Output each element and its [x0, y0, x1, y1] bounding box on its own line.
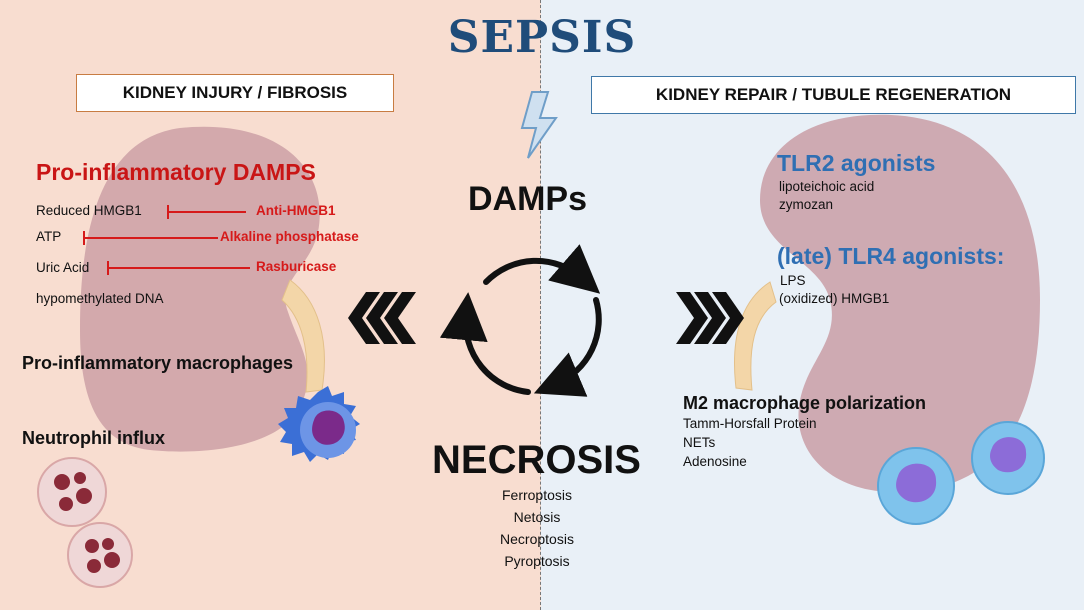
- repair-label-box: KIDNEY REPAIR / TUBULE REGENERATION: [591, 76, 1076, 114]
- damp-name: Uric Acid: [36, 260, 90, 275]
- right-ureter-icon: [733, 281, 777, 391]
- diagram-title: SEPSIS: [447, 12, 637, 63]
- left-chevrons-icon: [348, 292, 416, 344]
- macrophages-label: Pro-inflammatory macrophages: [22, 353, 294, 373]
- tlr2-item: zymozan: [779, 197, 834, 212]
- m2-heading: M2 macrophage polarization: [683, 393, 927, 413]
- injury-label-box: KIDNEY INJURY / FIBROSIS: [76, 74, 394, 112]
- m2-item: Tamm-Horsfall Protein: [683, 416, 817, 431]
- m2-macrophage-icon: [877, 447, 955, 525]
- cycle-arrows-icon: [439, 244, 602, 397]
- neutrophil-icon: [37, 457, 107, 527]
- m2-item: NETs: [683, 435, 716, 450]
- left-ureter-icon: [281, 279, 325, 393]
- necrosis-type: Necroptosis: [500, 531, 574, 547]
- necrosis-label: NECROSIS: [432, 438, 641, 482]
- damp-inhibitor: Anti-HMGB1: [256, 203, 336, 218]
- damp-inhibitor: Rasburicase: [256, 259, 337, 274]
- damp-name: hypomethylated DNA: [36, 291, 164, 306]
- damp-name: Reduced HMGB1: [36, 203, 142, 218]
- tlr4-item: (oxidized) HMGB1: [779, 291, 890, 306]
- tlr4-item: LPS: [780, 273, 806, 288]
- neutrophil-label: Neutrophil influx: [22, 428, 165, 448]
- tlr2-item: lipoteichoic acid: [779, 179, 875, 194]
- m2-item: Adenosine: [683, 454, 747, 469]
- damp-name: ATP: [36, 229, 62, 244]
- necrosis-type: Pyroptosis: [504, 553, 570, 569]
- neutrophil-icon: [67, 522, 133, 588]
- center-divider: [540, 0, 541, 610]
- injury-label: KIDNEY INJURY / FIBROSIS: [122, 83, 348, 102]
- macrophage-icon: [278, 386, 360, 462]
- pro-inflammatory-damps-heading: Pro-inflammatory DAMPS: [36, 159, 316, 185]
- necrosis-type: Ferroptosis: [501, 487, 573, 503]
- damps-label: DAMPs: [468, 180, 588, 218]
- right-kidney-icon: [760, 114, 1040, 493]
- damp-inhibitor: Alkaline phosphatase: [220, 229, 359, 244]
- necrosis-type: Netosis: [513, 509, 561, 525]
- tlr4-heading: (late) TLR4 agonists:: [777, 243, 1005, 269]
- right-chevrons-icon: [676, 292, 744, 344]
- tlr2-heading: TLR2 agonists: [777, 150, 936, 176]
- m2-macrophage-icon: [971, 421, 1045, 495]
- repair-label: KIDNEY REPAIR / TUBULE REGENERATION: [655, 85, 1012, 104]
- left-kidney-icon: [80, 126, 320, 452]
- lightning-icon: [520, 91, 558, 159]
